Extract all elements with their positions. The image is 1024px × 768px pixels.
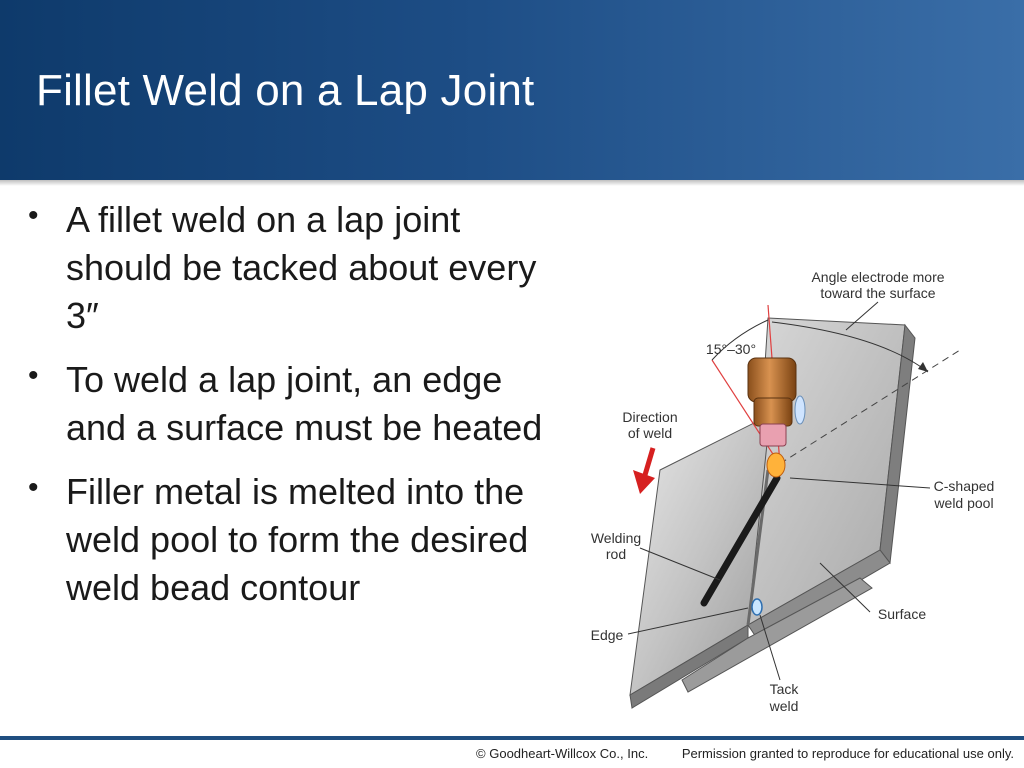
welding-rod-label: rod [606, 546, 626, 562]
bullet-dot-icon: • [28, 471, 39, 504]
footer: © Goodheart-Willcox Co., Inc. Permission… [476, 746, 1014, 761]
bullet-dot-icon: • [28, 199, 39, 232]
lower-plate [629, 414, 873, 709]
bullet-text: Filler metal is melted into the weld poo… [66, 471, 529, 608]
direction-label: Direction [622, 409, 677, 425]
bullet-list: • A fillet weld on a lap joint should be… [28, 196, 568, 628]
lap-joint-weld-illustration: Angle electrode more toward the surface … [591, 269, 995, 714]
copyright-text: © Goodheart-Willcox Co., Inc. [476, 746, 649, 761]
title-banner [0, 0, 1024, 180]
angle-range-label: 15°–30° [706, 341, 756, 357]
tack-weld-label: Tack [770, 681, 800, 697]
bullet-item: • Filler metal is melted into the weld p… [28, 468, 568, 612]
direction-label: of weld [628, 425, 672, 441]
angle-note-label: Angle electrode more [811, 269, 944, 285]
tack-weld-label: weld [769, 698, 799, 714]
edge-label: Edge [591, 627, 624, 643]
c-shaped-weld-pool-label: weld pool [933, 495, 993, 511]
slide-title: Fillet Weld on a Lap Joint [36, 66, 535, 115]
direction-arrow-icon [633, 447, 656, 494]
tack-weld-icon [751, 598, 763, 616]
leader-lines [627, 301, 931, 681]
bullet-item: • To weld a lap joint, an edge and a sur… [28, 356, 568, 452]
surface-label: Surface [878, 606, 926, 622]
bullet-text: To weld a lap joint, an edge and a surfa… [66, 359, 543, 448]
angle-note-label: toward the surface [820, 285, 935, 301]
welding-rod-label: Welding [591, 530, 641, 546]
banner-shadow [0, 180, 1024, 186]
footer-bar [0, 736, 1024, 740]
bullet-text: A fillet weld on a lap joint should be t… [66, 199, 537, 336]
bullet-dot-icon: • [28, 359, 39, 392]
torch-icon [747, 357, 806, 478]
c-shaped-weld-pool-label: C-shaped [934, 478, 995, 494]
weld-axis-line [769, 349, 961, 471]
welding-rod [700, 474, 781, 607]
permission-text: Permission granted to reproduce for educ… [681, 746, 1014, 761]
bullet-item: • A fillet weld on a lap joint should be… [28, 196, 568, 340]
